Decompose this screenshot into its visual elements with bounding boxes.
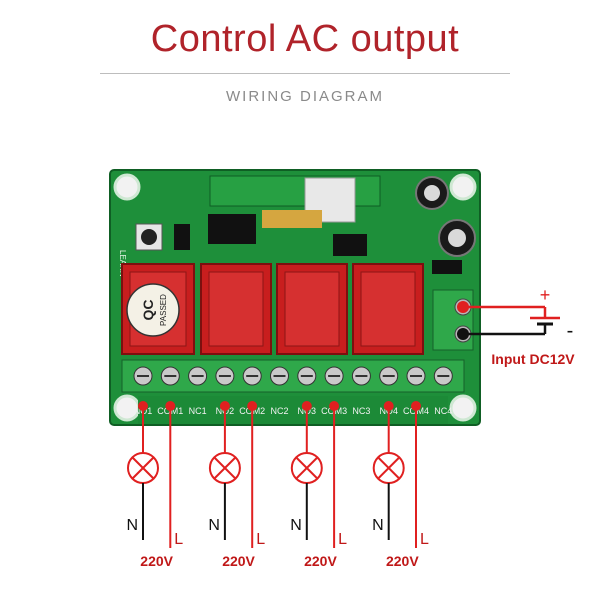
terminal-screw <box>188 366 208 386</box>
lamp-icon <box>290 452 323 484</box>
terminal-screw <box>379 366 399 386</box>
capacitor <box>415 176 449 210</box>
terminal-screw <box>215 366 235 386</box>
voltage-label: 220V <box>386 553 419 569</box>
relay-4 <box>352 263 424 355</box>
ic-chip-small <box>333 234 367 256</box>
ic-chip <box>208 214 256 244</box>
minus-sign: - <box>567 320 574 342</box>
voltage-label: 220V <box>222 553 255 569</box>
lamp-icon <box>127 452 159 484</box>
mounting-holes <box>113 173 477 422</box>
terminal-label-nc4: NC4 <box>434 406 452 416</box>
terminal-label-nc3: NC3 <box>352 406 370 416</box>
wire-dot <box>457 301 469 313</box>
page-subtitle: WIRING DIAGRAM <box>226 88 384 105</box>
qc-passed-sticker: QC PASSED <box>126 283 180 337</box>
terminal-label-nc1: NC1 <box>189 406 207 416</box>
terminal-screw <box>433 366 453 386</box>
neutral-label: N <box>290 517 302 534</box>
wire-dot <box>457 328 469 340</box>
lamp-icon <box>372 452 405 484</box>
terminal-screws <box>133 366 453 386</box>
power-input-label: Input DC12V <box>491 351 575 367</box>
terminal-label-nc2: NC2 <box>270 406 288 416</box>
terminal-screw <box>133 366 153 386</box>
line-label: L <box>420 531 429 548</box>
qc-mark-text: QC <box>140 300 156 321</box>
power-terminal-block <box>432 289 474 351</box>
line-label: L <box>256 531 265 548</box>
plus-sign: + <box>540 285 551 305</box>
antenna-coil <box>262 210 322 228</box>
capacitor <box>438 219 476 257</box>
terminal-screw <box>270 366 289 386</box>
qc-passed-text: PASSED <box>159 294 168 326</box>
relay-3 <box>276 263 348 355</box>
terminal-screw <box>242 366 262 386</box>
neutral-label: N <box>372 517 384 534</box>
line-label: L <box>174 531 183 548</box>
neutral-label: N <box>208 517 220 534</box>
neutral-label: N <box>126 517 138 534</box>
dc-power-wiring: + - Input DC12V <box>457 285 575 367</box>
learn-button <box>135 223 163 251</box>
title-divider <box>100 73 510 74</box>
terminal-screw <box>351 366 371 386</box>
terminal-screw <box>406 366 426 386</box>
jumper-pins <box>174 224 190 250</box>
lamp-icon <box>208 452 241 484</box>
terminal-screw <box>160 366 180 386</box>
terminal-label-band <box>138 396 448 424</box>
terminal-screw <box>324 366 344 386</box>
relay-board: LEARN <box>109 169 481 426</box>
relay-2 <box>200 263 272 355</box>
terminal-screw <box>297 366 317 386</box>
page-title: Control AC output <box>150 18 460 60</box>
diode <box>432 260 462 274</box>
voltage-label: 220V <box>304 553 337 569</box>
line-label: L <box>338 531 347 548</box>
voltage-label: 220V <box>140 553 173 569</box>
